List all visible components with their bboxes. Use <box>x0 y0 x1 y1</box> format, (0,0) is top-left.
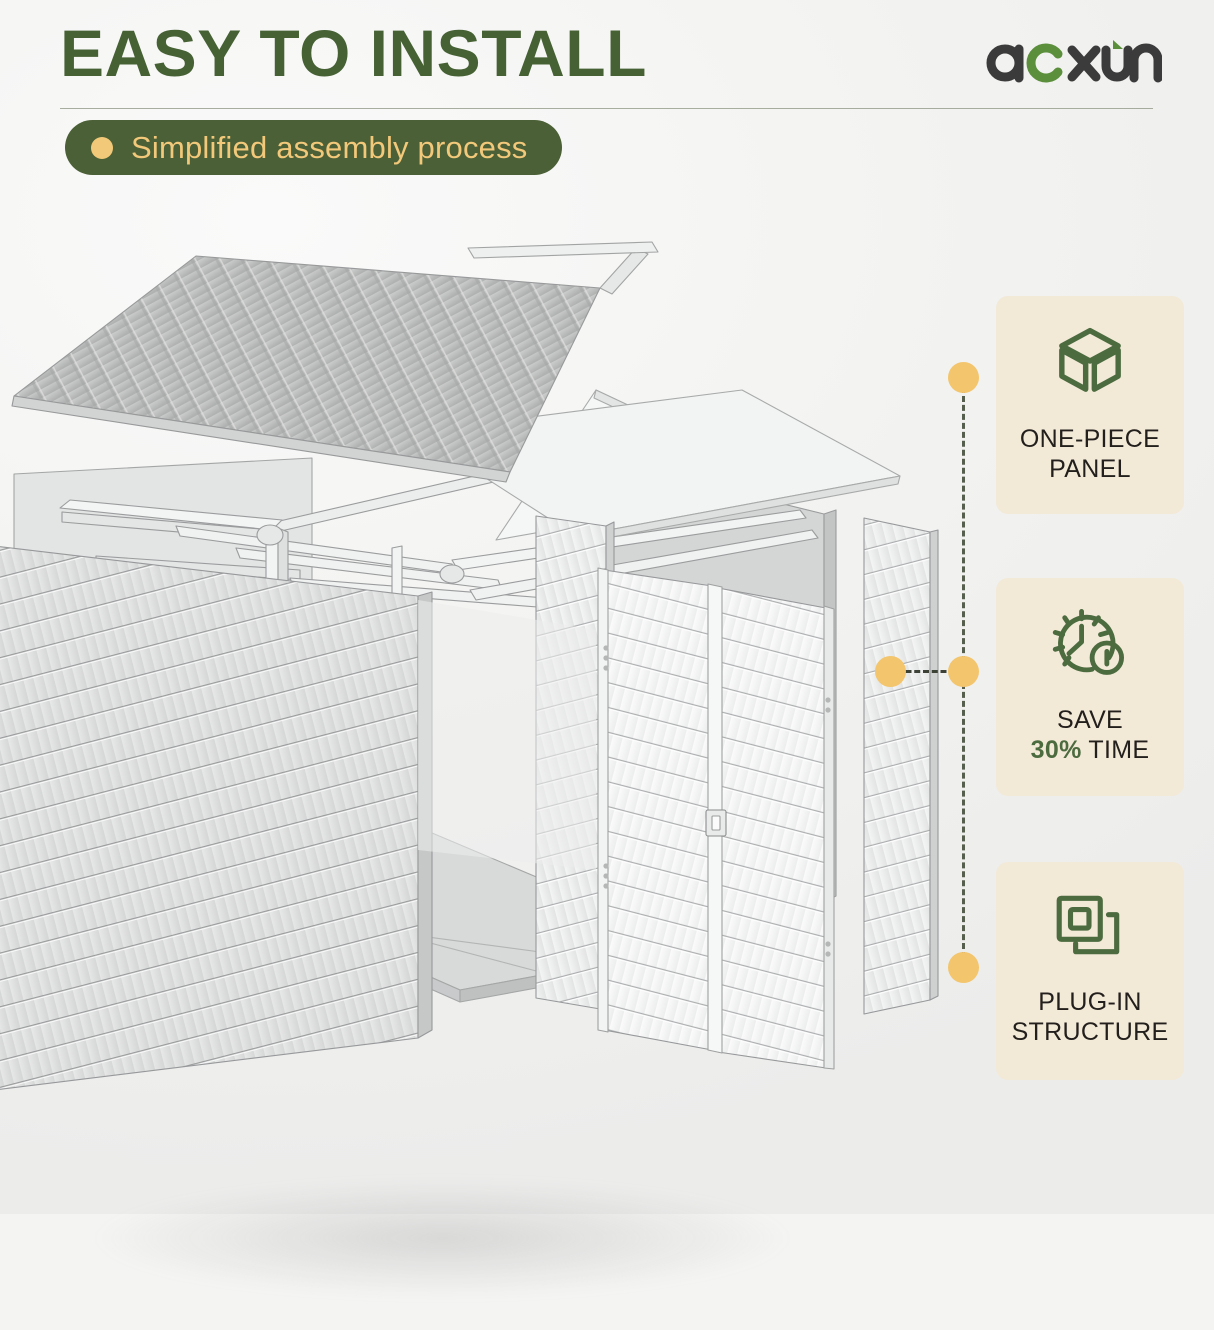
roof-panel-right <box>413 389 901 545</box>
feature-card-one-piece-panel[interactable]: ONE-PIECE PANEL <box>996 296 1184 514</box>
corner-trim-panel-right <box>863 517 939 1015</box>
clock-timer-icon <box>1050 605 1130 686</box>
feature-card-highlight: 30% <box>1030 735 1082 764</box>
overlapping-squares-icon <box>1051 891 1129 968</box>
roof-panel-left <box>11 241 659 483</box>
feature-card-label-line1: PLUG-IN <box>1038 988 1142 1016</box>
connector-dot-anchor <box>875 656 906 687</box>
connector-horizontal-line <box>888 670 964 673</box>
page-title: EASY TO INSTALL <box>60 16 647 90</box>
feature-card-label: PLUG-IN STRUCTURE <box>1012 988 1169 1047</box>
feature-card-label-line1: SAVE <box>1056 706 1124 734</box>
door-handle-icon <box>705 809 727 837</box>
feature-card-label-line2: PANEL <box>1049 454 1131 483</box>
subtitle-badge: Simplified assembly process <box>65 120 562 175</box>
exploded-shed-illustration <box>0 230 960 1330</box>
shed-diagram-svg <box>0 241 939 1090</box>
feature-card-label-line2: TIME <box>1088 735 1150 764</box>
ground-shadow <box>20 1160 900 1330</box>
feature-card-label-line2: STRUCTURE <box>1011 1017 1169 1046</box>
side-wall-panel-left <box>0 546 433 1090</box>
feature-card-label: ONE-PIECE PANEL <box>1020 425 1160 484</box>
feature-card-label: SAVE 30% TIME <box>1031 706 1150 765</box>
cube-box-icon <box>1051 322 1129 405</box>
connector-dot-3 <box>948 952 979 983</box>
feature-card-label-line1: ONE-PIECE <box>1019 425 1161 453</box>
double-door-panel <box>597 567 835 1070</box>
feature-card-plug-in-structure[interactable]: PLUG-IN STRUCTURE <box>996 862 1184 1080</box>
subtitle-badge-label: Simplified assembly process <box>131 129 528 165</box>
dot-icon <box>91 136 113 159</box>
feature-card-save-time[interactable]: SAVE 30% TIME <box>996 578 1184 796</box>
connector-dot-2 <box>948 656 979 687</box>
brand-logo <box>982 30 1163 88</box>
connector-dot-1 <box>948 362 979 393</box>
brand-logo-icon <box>986 40 1163 83</box>
title-divider <box>60 108 1153 109</box>
